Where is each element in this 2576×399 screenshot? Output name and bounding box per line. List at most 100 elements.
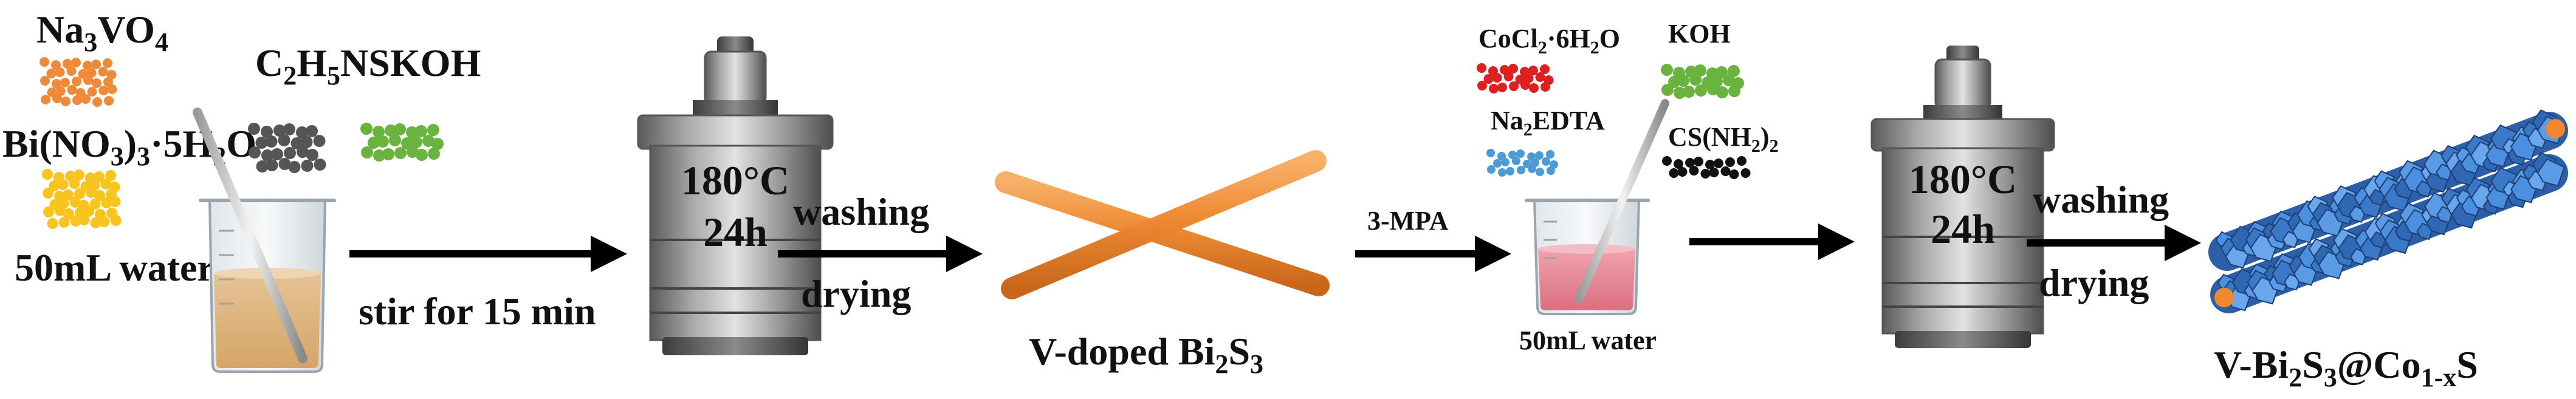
bi-nitrate-dot-37 bbox=[70, 216, 81, 227]
koh-2-dot-8 bbox=[1677, 75, 1689, 87]
bi-nitrate-dot-32 bbox=[83, 206, 94, 217]
na3vo4-dot-12 bbox=[98, 67, 108, 77]
bi-nitrate-dot-40 bbox=[98, 216, 110, 227]
thiourea-dot-0 bbox=[1662, 156, 1672, 166]
thiourea-dot-5 bbox=[1714, 159, 1723, 168]
koh-1-dot-1 bbox=[373, 126, 385, 138]
label-v-doped-bi2s3: V-doped Bi2S3 bbox=[1029, 330, 1263, 379]
label-washing-2: washing bbox=[2033, 178, 2169, 221]
thiourea-dot-11 bbox=[1700, 169, 1711, 179]
autoclave-2: 180°C 24h bbox=[1870, 46, 2055, 348]
thioacetamide-dot-13 bbox=[261, 149, 273, 162]
na2edta-dot-19 bbox=[1536, 168, 1544, 176]
koh-2-dot-9 bbox=[1689, 73, 1702, 86]
na3vo4-dot-31 bbox=[72, 95, 82, 105]
na3vo4-dot-33 bbox=[92, 97, 102, 107]
thioacetamide-dot-10 bbox=[300, 136, 313, 148]
na2edta-dot-20 bbox=[1547, 166, 1555, 175]
na3vo4-dot-19 bbox=[92, 78, 101, 88]
bi-nitrate-dot-27 bbox=[109, 196, 121, 207]
thiourea-dot-9 bbox=[1677, 167, 1688, 177]
label-drying-2: drying bbox=[2039, 261, 2149, 304]
na3vo4-dot-25 bbox=[87, 87, 97, 97]
thioacetamide-dot-3 bbox=[283, 123, 295, 135]
cocl2-dot-16 bbox=[1497, 83, 1507, 92]
na2edta-dot-9 bbox=[1512, 157, 1520, 165]
na3vo4-dot-8 bbox=[55, 67, 65, 77]
na3vo4-dot-18 bbox=[83, 75, 93, 85]
v-doped-bi2s3-rods bbox=[995, 150, 1330, 299]
bi-nitrate-dot-35 bbox=[47, 218, 58, 229]
thioacetamide-dot-0 bbox=[248, 123, 260, 135]
na3vo4-particles bbox=[39, 57, 117, 107]
stir-rod-2 bbox=[1575, 99, 1669, 303]
bi-nitrate-dot-41 bbox=[110, 215, 122, 226]
autoclave-2-time: 24h bbox=[1931, 206, 1995, 252]
na3vo4-dot-0 bbox=[39, 57, 49, 67]
koh-2-dot-0 bbox=[1661, 64, 1673, 76]
koh-1-dot-3 bbox=[394, 123, 406, 135]
koh-1-dot-11 bbox=[410, 136, 422, 148]
thioacetamide-dot-19 bbox=[266, 159, 278, 171]
thioacetamide-dot-15 bbox=[284, 147, 296, 159]
na3vo4-dot-1 bbox=[51, 60, 61, 70]
bi-nitrate-dot-19 bbox=[94, 190, 105, 201]
cocl2-dot-19 bbox=[1529, 83, 1539, 93]
na2edta-dot-0 bbox=[1486, 149, 1495, 157]
cocl2-dot-17 bbox=[1509, 81, 1519, 91]
label-solvent-2: 50mL water bbox=[1519, 326, 1657, 355]
koh-1-dot-2 bbox=[385, 124, 397, 137]
cocl2-particles bbox=[1477, 63, 1554, 94]
na3vo4-dot-20 bbox=[103, 77, 113, 87]
na2edta-dot-18 bbox=[1528, 165, 1536, 173]
bi-nitrate-dot-28 bbox=[43, 206, 54, 217]
thiourea-dot-13 bbox=[1720, 166, 1731, 176]
cocl2-dot-9 bbox=[1503, 72, 1514, 81]
label-cocl2: CoCl2·6H2O bbox=[1479, 24, 1620, 58]
label-koh-2: KOH bbox=[1668, 19, 1731, 49]
bi-nitrate-particles bbox=[42, 169, 122, 229]
na3vo4-dot-17 bbox=[72, 77, 81, 86]
bi-nitrate-dot-14 bbox=[43, 188, 53, 199]
bi-nitrate-dot-0 bbox=[42, 169, 53, 180]
bi-nitrate-dot-26 bbox=[101, 197, 112, 208]
na3vo4-dot-11 bbox=[86, 68, 97, 78]
na3vo4-dot-13 bbox=[106, 70, 117, 80]
thioacetamide-dot-5 bbox=[306, 125, 318, 137]
bi-nitrate-dot-38 bbox=[78, 214, 90, 225]
cocl2-dot-0 bbox=[1477, 63, 1486, 73]
thioacetamide-dot-6 bbox=[255, 137, 268, 149]
koh-1-dot-4 bbox=[406, 126, 418, 138]
label-na2edta: Na2EDTA bbox=[1491, 106, 1605, 140]
thiourea-dot-6 bbox=[1725, 157, 1735, 167]
thioacetamide-dot-22 bbox=[301, 160, 314, 172]
thioacetamide-dot-4 bbox=[296, 126, 308, 138]
bi-nitrate-dot-12 bbox=[100, 179, 112, 189]
label-solvent-1: 50mL water bbox=[15, 246, 215, 289]
bi-nitrate-dot-25 bbox=[89, 199, 101, 210]
na3vo4-dot-6 bbox=[103, 58, 112, 68]
na3vo4-dot-23 bbox=[67, 85, 77, 95]
thiourea-dot-15 bbox=[1740, 168, 1751, 178]
thioacetamide-dot-9 bbox=[290, 137, 303, 149]
thiourea-dot-8 bbox=[1669, 168, 1679, 178]
autoclave-1-time: 24h bbox=[703, 209, 768, 255]
koh-2-dot-19 bbox=[1716, 86, 1728, 98]
cocl2-dot-20 bbox=[1540, 82, 1550, 92]
koh-2-dot-17 bbox=[1695, 84, 1707, 97]
bi-nitrate-dot-18 bbox=[86, 187, 97, 198]
na2edta-dot-7 bbox=[1493, 159, 1502, 168]
thioacetamide-dot-2 bbox=[273, 124, 286, 137]
cocl2-dot-7 bbox=[1483, 74, 1494, 84]
thioacetamide-dot-8 bbox=[278, 134, 290, 146]
cocl2-dot-15 bbox=[1489, 84, 1499, 94]
koh-2-dot-3 bbox=[1694, 64, 1706, 77]
thiourea-dot-10 bbox=[1689, 166, 1699, 176]
thioacetamide-dot-23 bbox=[314, 159, 326, 171]
na3vo4-dot-4 bbox=[83, 61, 92, 70]
na3vo4-dot-15 bbox=[52, 79, 61, 89]
bi-nitrate-dot-29 bbox=[55, 205, 66, 216]
na3vo4-dot-34 bbox=[104, 96, 114, 106]
na3vo4-dot-16 bbox=[60, 78, 70, 87]
na2edta-dot-14 bbox=[1487, 165, 1496, 174]
